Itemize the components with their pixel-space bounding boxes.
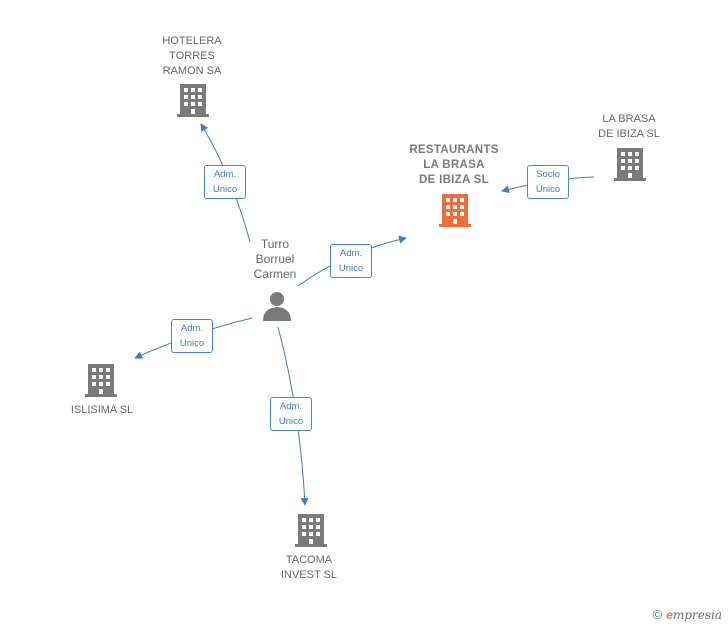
relation-badge-hotelera: Adm.Unico xyxy=(204,165,246,199)
tacoma-building-icon[interactable] xyxy=(295,514,327,547)
person-icon[interactable] xyxy=(263,292,291,321)
node-label-islisima[interactable]: ISLISIMA SL xyxy=(70,404,134,416)
brand-logo-text: mpresia xyxy=(672,608,722,622)
footer-brand: ©empresia xyxy=(653,607,722,622)
copyright-icon: © xyxy=(652,607,663,622)
relation-badge-restaurants: Adm.Unico xyxy=(330,244,372,278)
brand-logo-initial: e xyxy=(666,608,673,622)
islisima-building-icon[interactable] xyxy=(85,364,117,397)
hotelera-building-icon[interactable] xyxy=(177,84,209,117)
restaurants-building-icon[interactable] xyxy=(439,194,471,227)
labrasa-building-icon[interactable] xyxy=(614,148,646,181)
relation-badge-islisima: Adm.Unico xyxy=(171,319,213,353)
relation-badge-tacoma: Adm.Unico xyxy=(270,397,312,431)
